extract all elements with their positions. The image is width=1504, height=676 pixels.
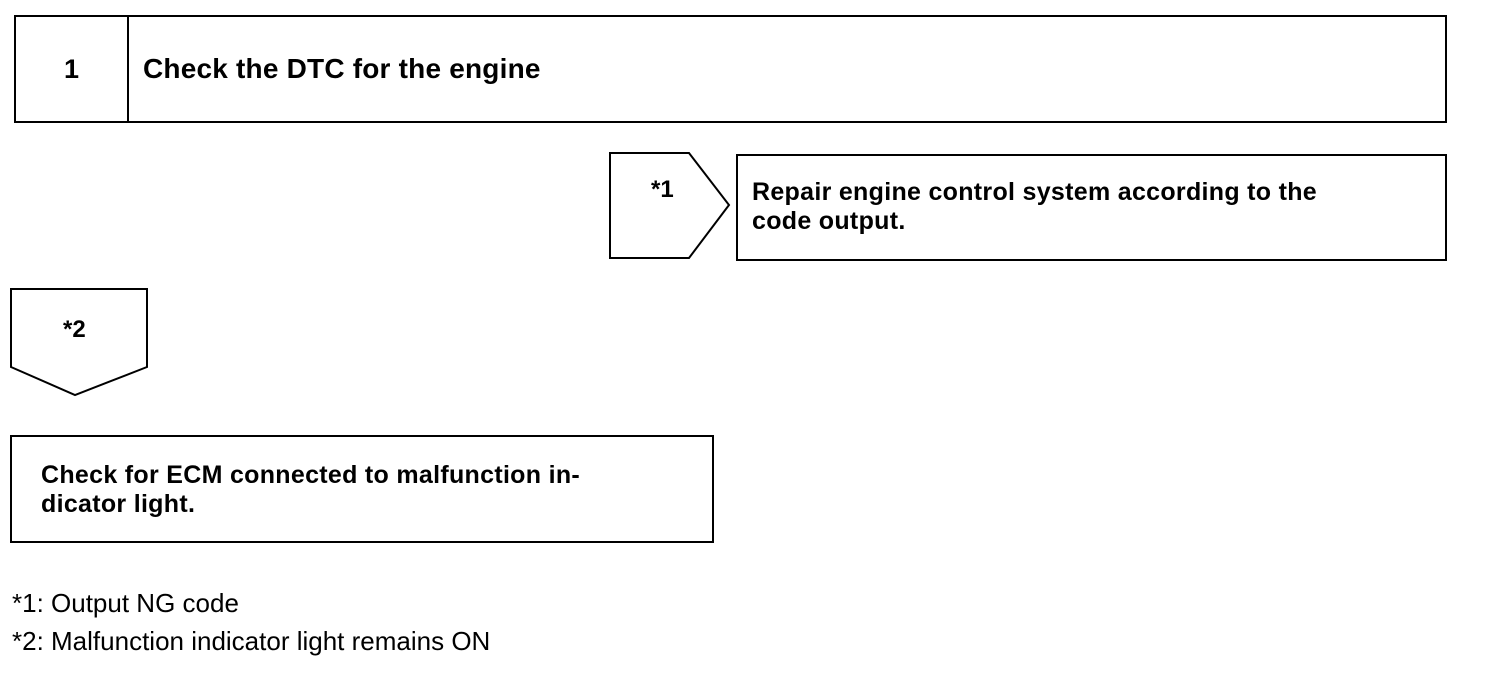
footnotes: *1: Output NG code *2: Malfunction indic… [12,584,490,660]
branch-marker-1: *1 [651,176,674,203]
step-number: 1 [16,17,129,121]
footnote-1: *1: Output NG code [12,588,239,618]
ecm-text-line: dicator light. [41,490,196,518]
repair-engine-box: Repair engine control system according t… [736,154,1447,261]
repair-engine-text: Repair engine control system according t… [752,178,1435,236]
footnote-2: *2: Malfunction indicator light remains … [12,626,491,656]
check-ecm-box: Check for ECM connected to malfunction i… [10,435,714,543]
step-header-box: 1 Check the DTC for the engine [14,15,1447,123]
ecm-text-line: Check for ECM connected to malfunction i… [41,461,581,489]
right-arrow-shape [609,152,731,259]
repair-text-line: code output. [752,207,906,235]
branch-marker-2: *2 [63,316,86,343]
branch-arrow-ng-code [609,152,731,259]
branch-arrow-mil-on [10,288,148,397]
down-arrow-shape [10,288,148,397]
step-title: Check the DTC for the engine [143,53,541,84]
check-ecm-text: Check for ECM connected to malfunction i… [41,461,692,519]
repair-text-line: Repair engine control system according t… [752,178,1318,206]
